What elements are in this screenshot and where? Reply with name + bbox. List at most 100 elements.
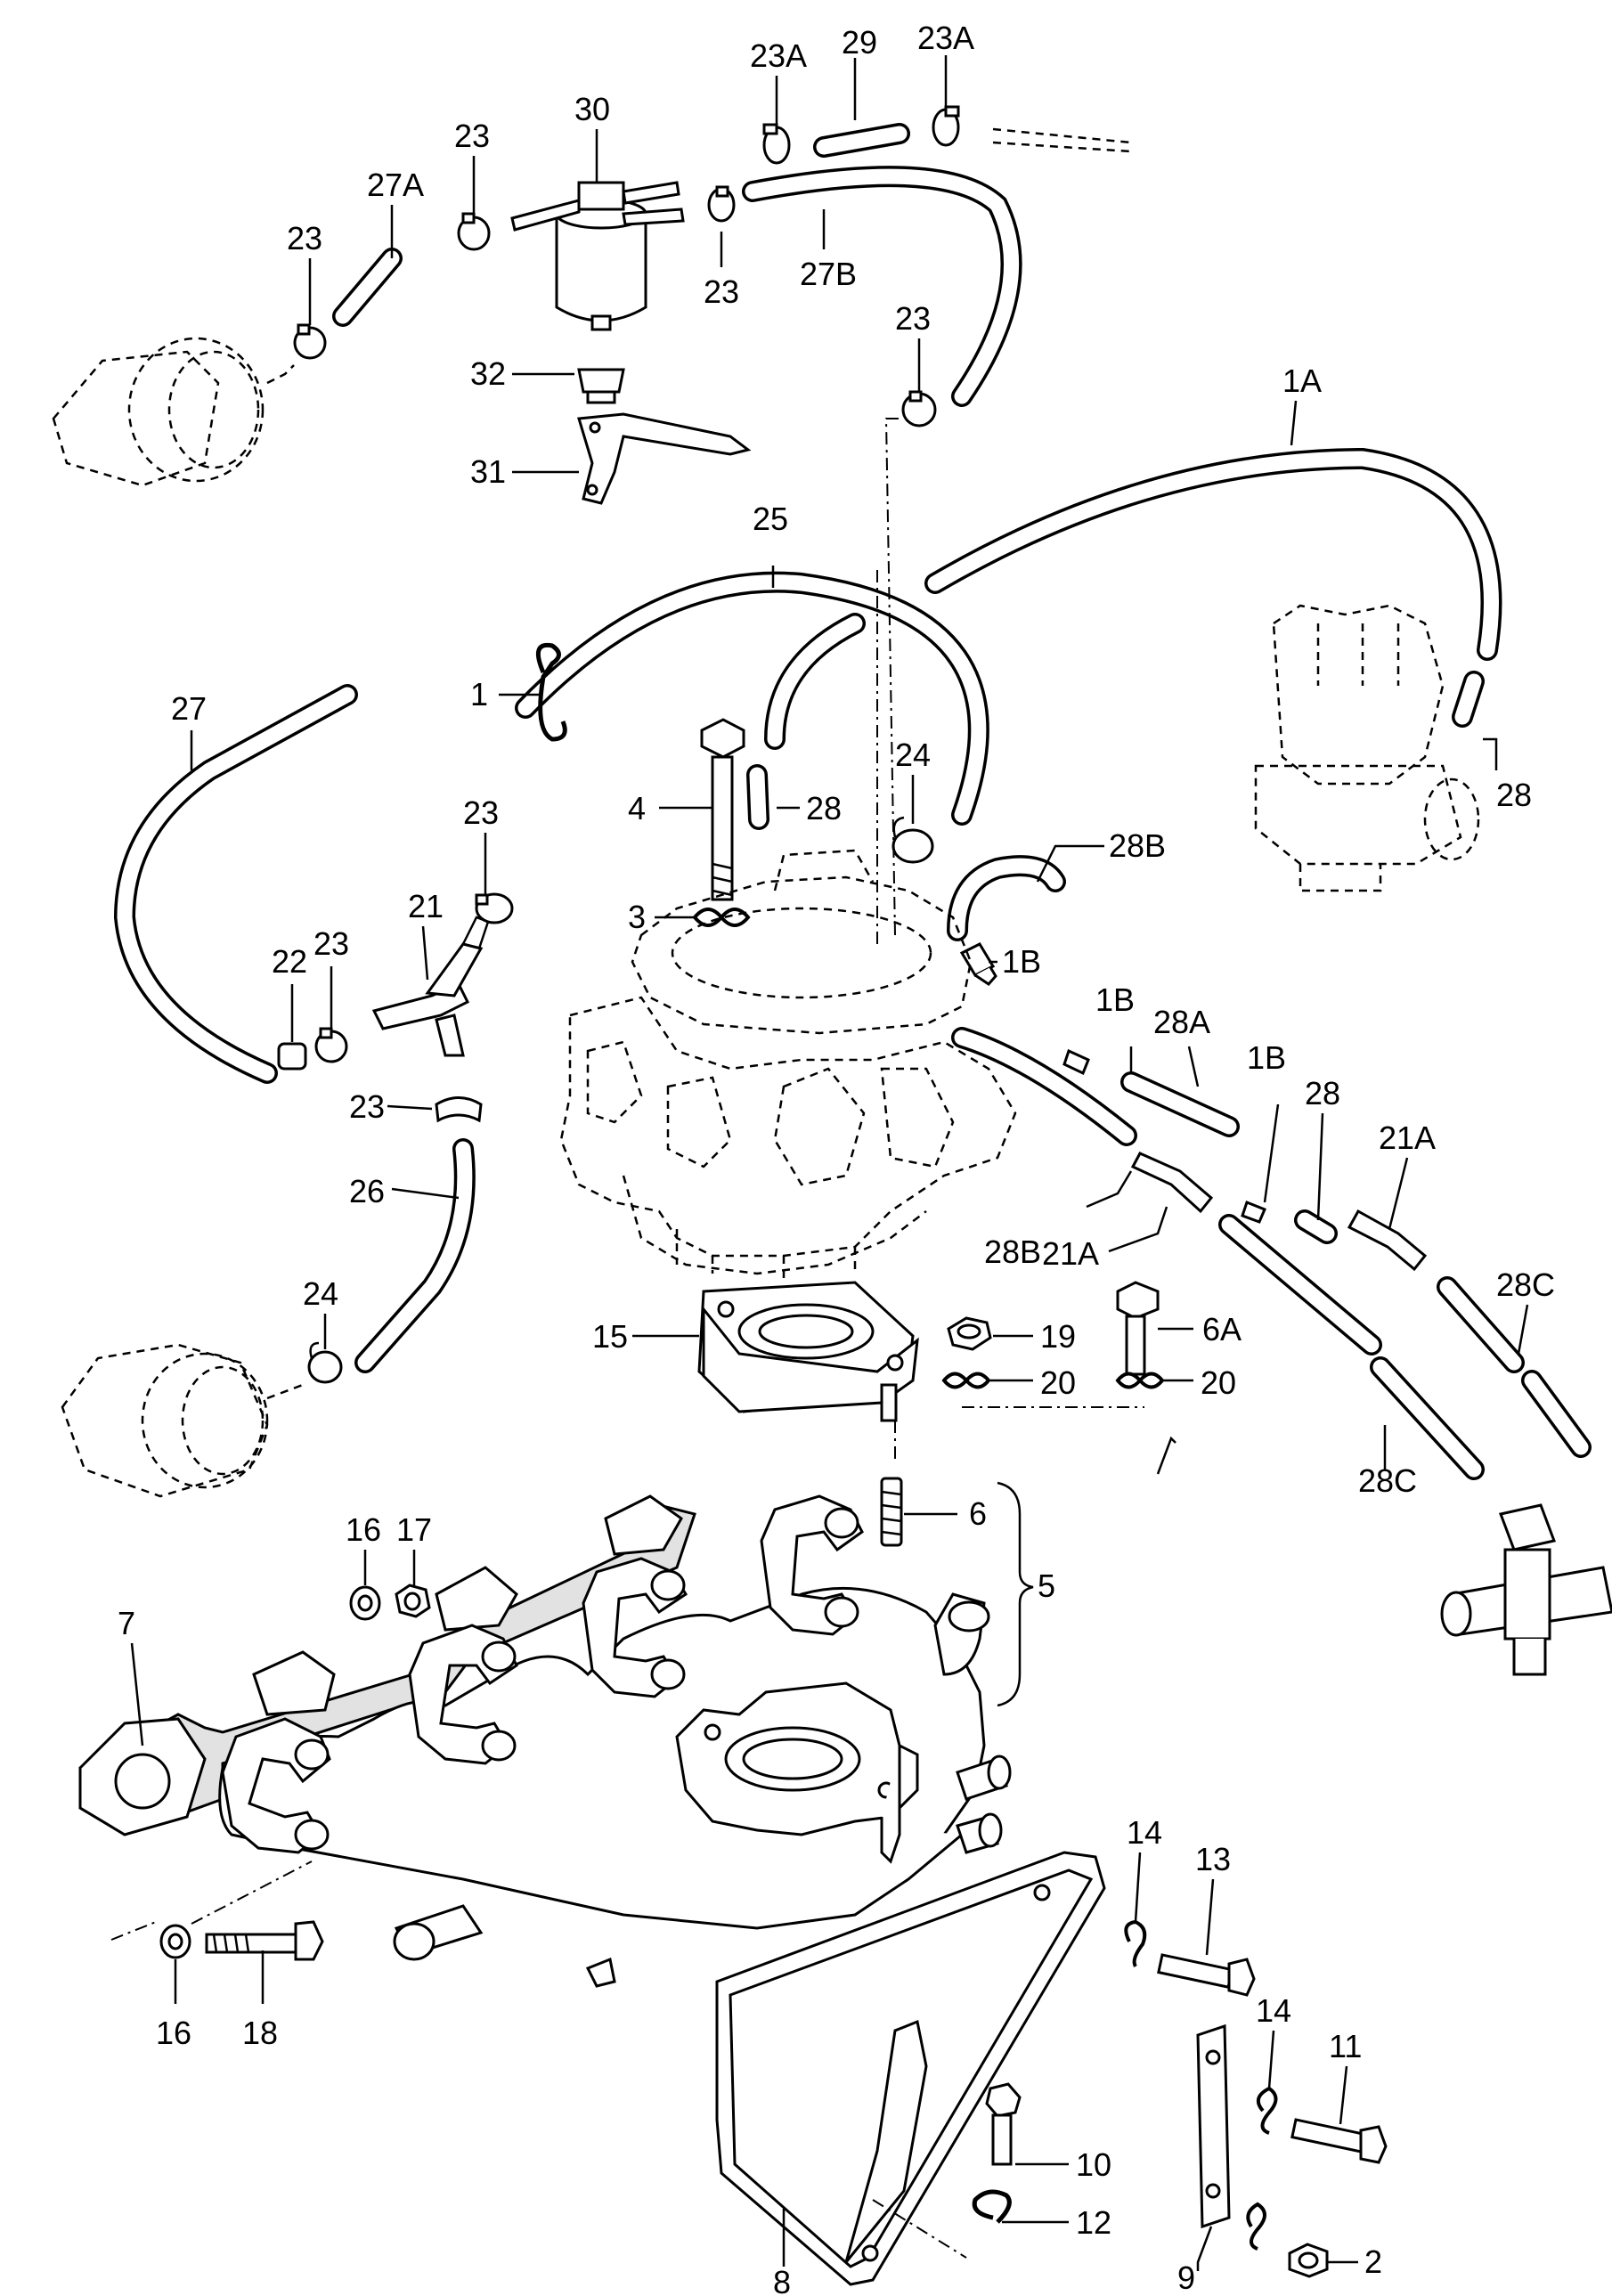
- label-28: 28: [1305, 1075, 1340, 1111]
- label-1B: 1B: [1095, 981, 1135, 1018]
- clamp-23A-right: [932, 105, 960, 147]
- clamp-23A-left: [762, 123, 791, 165]
- label-28: 28: [806, 790, 842, 826]
- label-20: 20: [1040, 1364, 1076, 1401]
- leader-lines: [130, 55, 1529, 2271]
- label-1B: 1B: [1247, 1039, 1286, 1076]
- label-31: 31: [470, 453, 506, 490]
- connector-1B-mid: [1241, 1201, 1266, 1224]
- label-17: 17: [396, 1511, 432, 1548]
- label-23: 23: [463, 794, 499, 831]
- lock-washer-14-bottom: [1246, 2202, 1266, 2251]
- clamp-24-upper: [891, 816, 934, 864]
- vacuum-unit-lower: [61, 1343, 304, 1498]
- label-27: 27: [171, 690, 207, 727]
- hose-28-distributor: [1452, 671, 1485, 728]
- label-23: 23: [454, 118, 490, 154]
- label-21A: 21A: [1379, 1120, 1436, 1156]
- washer-16-lower: [159, 1924, 191, 1959]
- label-13: 13: [1195, 1841, 1231, 1877]
- hose-26: [354, 1138, 476, 1373]
- clamp-23-upper-left: [475, 892, 514, 924]
- label-28C: 28C: [1496, 1266, 1555, 1303]
- piece-22: [277, 1042, 307, 1071]
- hose-25-inner: [764, 613, 866, 750]
- intake-manifold: [218, 1494, 1012, 1988]
- fuel-pump-upper: [52, 337, 295, 487]
- bolt-18: [205, 1920, 324, 1961]
- label-30: 30: [574, 91, 610, 127]
- label-23: 23: [704, 273, 739, 310]
- label-23: 23: [895, 300, 931, 337]
- label-28A: 28A: [1153, 1004, 1210, 1040]
- coolant-flange: [1440, 1503, 1612, 1676]
- stud-6: [880, 1477, 903, 1547]
- label-6: 6: [969, 1495, 987, 1532]
- fuel-filter-30: [510, 181, 685, 331]
- connector-21A-left: [1130, 1152, 1214, 1214]
- grommet-32: [577, 368, 625, 404]
- label-23: 23: [313, 925, 349, 962]
- dashed-hose-extension: [992, 127, 1132, 153]
- bolt-4: [700, 718, 745, 901]
- hook-1: [535, 642, 567, 742]
- label-14: 14: [1127, 1814, 1162, 1851]
- label-1A: 1A: [1282, 362, 1322, 399]
- label-18: 18: [242, 2015, 278, 2051]
- label-15: 15: [592, 1318, 628, 1355]
- label-23: 23: [287, 220, 322, 256]
- label-25: 25: [753, 501, 788, 537]
- clamp-23-piece: [314, 1027, 348, 1063]
- label-27A: 27A: [367, 167, 424, 203]
- label-11: 11: [1329, 2028, 1362, 2064]
- label-7: 7: [118, 1605, 135, 1641]
- chain-line-lower-left: [110, 1860, 313, 1941]
- washer-20-right: [1115, 1372, 1165, 1389]
- nut-17: [395, 1584, 431, 1618]
- bracket-8: [715, 1851, 1106, 2286]
- label-23A: 23A: [917, 20, 974, 56]
- label-28B: 28B: [984, 1233, 1041, 1270]
- hose-1A: [924, 447, 1502, 661]
- washer-20-left: [941, 1372, 991, 1389]
- bracket-5-brace: [997, 1481, 1034, 1707]
- clamp-23-pump: [293, 323, 327, 360]
- hose-28-short: [1294, 1209, 1338, 1244]
- centerline: [876, 418, 1144, 1461]
- bolt-13: [1157, 1953, 1256, 1997]
- clamp-23-27B-end: [901, 390, 937, 427]
- clamp-23-filter-right: [707, 185, 736, 223]
- spacer-15: [697, 1281, 919, 1422]
- label-1B: 1B: [1002, 943, 1041, 980]
- bolt-11: [1290, 2118, 1388, 2164]
- bolt-10: [985, 2082, 1022, 2166]
- hose-28B-lower: [951, 1027, 1137, 1146]
- clamp-23-filter-left: [457, 212, 491, 251]
- label-8: 8: [773, 2264, 791, 2296]
- label-27B: 27B: [800, 256, 857, 292]
- hose-29: [813, 123, 910, 158]
- washer-3: [692, 908, 751, 927]
- label-3: 3: [628, 899, 646, 935]
- lock-washer-14-upper: [1124, 1919, 1147, 1968]
- clamp-23-lower: [435, 1096, 483, 1123]
- label-28B: 28B: [1109, 827, 1166, 864]
- lock-washer-14-lower: [1256, 2086, 1278, 2135]
- label-16: 16: [156, 2015, 191, 2051]
- plate-9: [1196, 2023, 1231, 2229]
- hose-28A: [1120, 1071, 1240, 1137]
- connector-1B-right: [1062, 1048, 1090, 1076]
- label-2: 2: [1364, 2243, 1382, 2280]
- connector-21A-right: [1347, 1209, 1428, 1272]
- t-connector-21: [371, 916, 490, 1057]
- label-32: 32: [470, 355, 506, 392]
- clamp-24-lower: [307, 1341, 343, 1384]
- label-24: 24: [895, 737, 931, 773]
- washer-16-upper: [349, 1585, 381, 1621]
- distributor: [1254, 604, 1480, 892]
- label-22: 22: [272, 943, 307, 980]
- label-5: 5: [1038, 1567, 1055, 1604]
- label-21A: 21A: [1042, 1235, 1099, 1272]
- label-14: 14: [1256, 1992, 1291, 2029]
